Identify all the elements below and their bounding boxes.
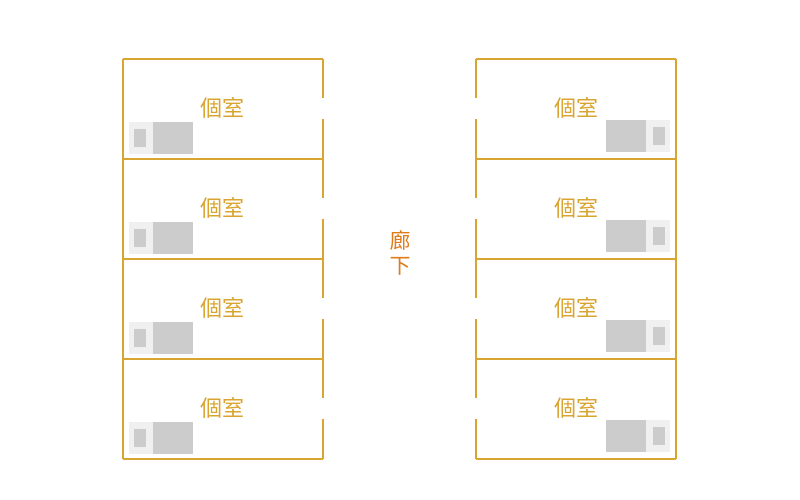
bed-icon: [606, 120, 670, 152]
room-left-4: 個室: [122, 358, 324, 460]
mattress: [153, 322, 193, 354]
room-label: 個室: [554, 197, 598, 222]
bed-icon: [606, 320, 670, 352]
room-right-2: 個室: [475, 158, 677, 259]
room-label: 個室: [200, 97, 244, 122]
corridor-label-char-1: 廊: [390, 229, 411, 253]
pillow: [134, 129, 146, 147]
room-label: 個室: [554, 297, 598, 322]
room-left-2: 個室: [122, 158, 324, 259]
mattress: [606, 220, 646, 252]
pillow: [653, 127, 665, 145]
mattress: [153, 122, 193, 154]
room-label: 個室: [554, 97, 598, 122]
room-label: 個室: [200, 397, 244, 422]
room-label: 個室: [200, 297, 244, 322]
room-left-3: 個室: [122, 258, 324, 359]
pillow: [134, 429, 146, 447]
room-label: 個室: [200, 197, 244, 222]
bed-icon: [129, 122, 193, 154]
bed-icon: [129, 422, 193, 454]
mattress: [606, 120, 646, 152]
pillow: [134, 329, 146, 347]
room-label: 個室: [554, 397, 598, 422]
room-left-1: 個室: [122, 58, 324, 159]
pillow: [653, 427, 665, 445]
room-right-1: 個室: [475, 58, 677, 159]
pillow: [134, 229, 146, 247]
corridor-label-char-2: 下: [390, 254, 411, 278]
pillow: [653, 227, 665, 245]
mattress: [153, 422, 193, 454]
room-right-4: 個室: [475, 358, 677, 460]
mattress: [153, 222, 193, 254]
bed-icon: [129, 322, 193, 354]
room-right-3: 個室: [475, 258, 677, 359]
bed-icon: [606, 220, 670, 252]
bed-icon: [606, 420, 670, 452]
mattress: [606, 420, 646, 452]
bed-icon: [129, 222, 193, 254]
mattress: [606, 320, 646, 352]
pillow: [653, 327, 665, 345]
